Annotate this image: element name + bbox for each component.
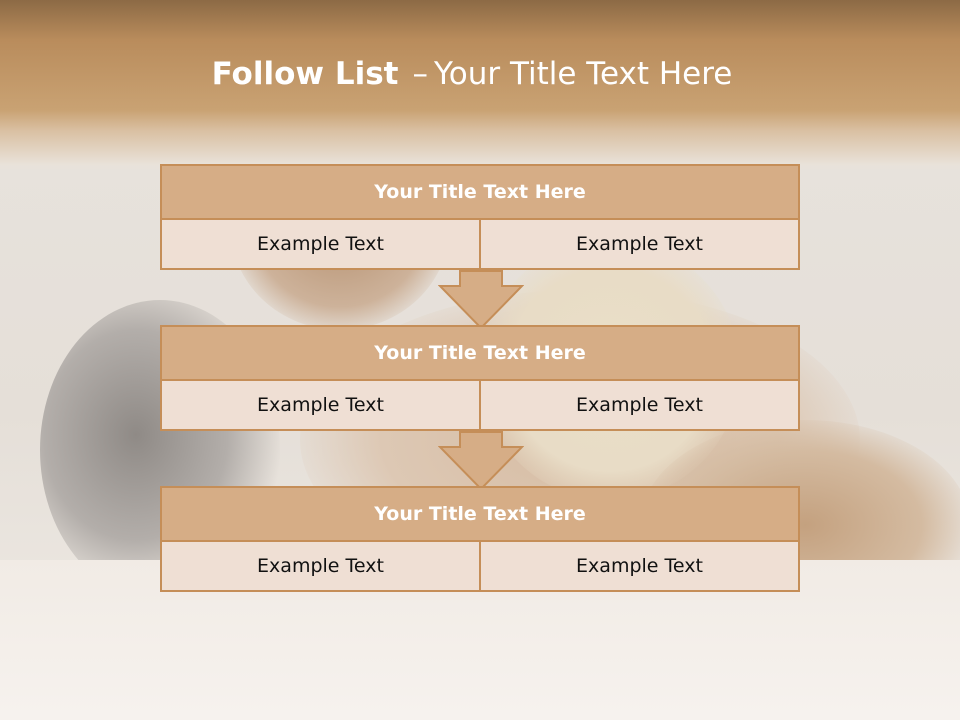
- step-block-3: Your Title Text Here Example Text Exampl…: [160, 486, 800, 592]
- step-heading: Your Title Text Here: [160, 486, 800, 542]
- slide-title: Follow List–Your Title Text Here: [0, 56, 944, 92]
- step-row: Example Text Example Text: [160, 220, 800, 270]
- step-cell-left: Example Text: [160, 220, 481, 270]
- step-cell-right: Example Text: [481, 381, 800, 431]
- title-dash: –: [412, 56, 428, 92]
- step-row: Example Text Example Text: [160, 381, 800, 431]
- title-rest: Your Title Text Here: [433, 56, 733, 92]
- down-arrow-icon: [438, 431, 524, 491]
- header-band: [0, 0, 960, 170]
- step-cell-right: Example Text: [481, 542, 800, 592]
- step-cell-left: Example Text: [160, 542, 481, 592]
- step-heading: Your Title Text Here: [160, 164, 800, 220]
- step-heading: Your Title Text Here: [160, 325, 800, 381]
- step-cell-left: Example Text: [160, 381, 481, 431]
- step-cell-right: Example Text: [481, 220, 800, 270]
- step-row: Example Text Example Text: [160, 542, 800, 592]
- step-block-2: Your Title Text Here Example Text Exampl…: [160, 325, 800, 431]
- down-arrow-icon: [438, 270, 524, 330]
- title-bold: Follow List: [211, 56, 399, 92]
- step-block-1: Your Title Text Here Example Text Exampl…: [160, 164, 800, 270]
